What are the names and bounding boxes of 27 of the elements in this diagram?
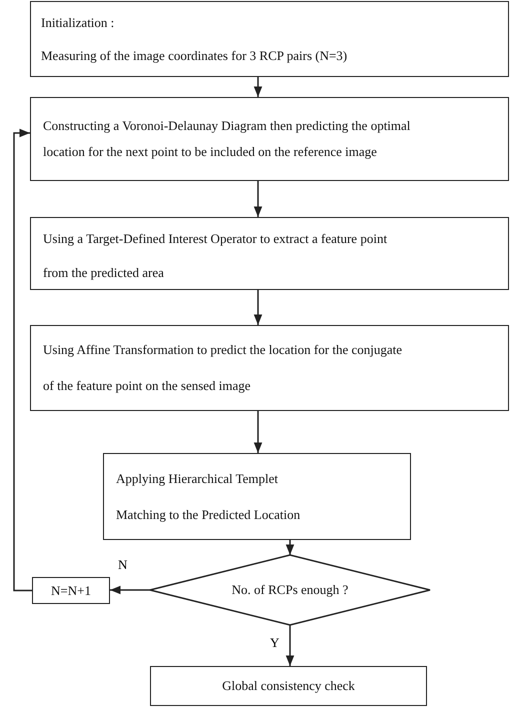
process-box [103, 453, 411, 540]
edge-label: N [116, 558, 130, 572]
box-text: Measuring of the image coordinates for 3 RCP pairs (N=3) [41, 46, 348, 64]
arrow [286, 625, 294, 666]
arrow [254, 411, 262, 453]
box-text: No. of RCPs enough ? [232, 582, 348, 598]
box-text: N=N+1 [51, 582, 91, 598]
process-box [32, 577, 110, 604]
arrow [254, 290, 262, 325]
box-text: Using a Target-Defined Interest Operator to extract a feature point from the predicted area [43, 230, 388, 282]
process-box [30, 97, 509, 181]
arrow [13, 128, 32, 592]
box-text: Applying Hierarchical Templet Matching to the Predicted Location [116, 470, 302, 524]
arrow [254, 77, 262, 97]
box-text: Using Affine Transformation to predict the location for the conjugate of the feature point on the sensed image [43, 341, 403, 395]
box-text: Initialization : [41, 14, 114, 32]
process-box [30, 217, 509, 290]
box-text: Global consistency check [222, 678, 355, 694]
box-text: Constructing a Voronoi-Delaunay Diagram then predicting the optimal location for the next point to be included on the reference image [43, 117, 412, 161]
edge-label: Y [268, 636, 282, 650]
process-box [150, 666, 427, 706]
arrow [110, 586, 150, 594]
arrow [254, 181, 262, 217]
arrow [286, 540, 294, 555]
process-box [30, 325, 509, 411]
process-box [30, 1, 509, 77]
decision-diamond [150, 555, 430, 625]
